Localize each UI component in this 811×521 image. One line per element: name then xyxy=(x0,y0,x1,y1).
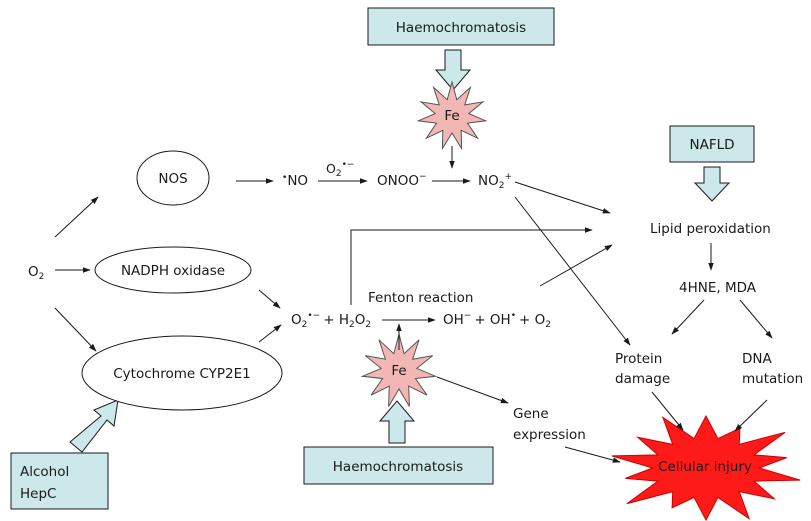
arrow-gene-to-injury xyxy=(564,446,621,463)
gene-expression-label-2: expression xyxy=(513,427,586,443)
cytochrome-cyp2e1-ellipse: Cytochrome CYP2E1 xyxy=(81,335,283,411)
arrows xyxy=(54,146,773,463)
dna-mutation-label-2: mutation xyxy=(742,371,803,387)
fenton-products-label: OH−+ OH•+ O2 xyxy=(443,311,551,330)
arrow-fe-to-gene-expression xyxy=(436,376,509,404)
protein-damage-label-2: damage xyxy=(615,371,670,387)
nafld-box: NAFLD xyxy=(669,125,755,163)
fe-starburst-top-shape xyxy=(416,80,488,151)
gene-expression-label-1: Gene xyxy=(513,406,549,422)
fe-burst-top: Fe xyxy=(416,80,488,151)
superoxide-label-top: O2•− xyxy=(326,160,354,179)
arrow-superoxide-to-lipid xyxy=(350,227,593,305)
cellular-injury-burst: Cellular injury xyxy=(611,414,801,521)
fe-starburst-mid-shape xyxy=(360,332,438,407)
arrow-nadph-to-superoxide xyxy=(258,289,281,309)
nadph-oxidase-label: NADPH oxidase xyxy=(121,263,225,279)
cellular-injury-label: Cellular injury xyxy=(658,459,752,475)
arrow-dna-to-injury xyxy=(734,399,768,432)
arrow-hne-to-dna xyxy=(739,299,773,339)
hne-mda-label: 4HNE, MDA xyxy=(679,280,757,296)
arrow-no2-to-protein xyxy=(514,196,631,346)
o2-source-label: O2 xyxy=(28,264,44,282)
block-arrow-haemo-to-fe-top xyxy=(434,49,472,91)
nitric-oxide-label: •NO xyxy=(282,173,308,189)
fe-burst-mid: Fe xyxy=(360,332,438,407)
haemochromatosis-box-top: Haemochromatosis xyxy=(367,7,555,46)
fe-top-label: Fe xyxy=(444,108,459,124)
haemochromatosis-box-bottom: Haemochromatosis xyxy=(303,446,494,485)
block-arrow-haemo-to-fe-mid xyxy=(378,400,416,444)
superoxide-peroxide-label: O2•−+ H2O2 xyxy=(291,311,371,330)
hepc-label: HepC xyxy=(20,486,56,502)
arrow-hne-to-protein xyxy=(671,299,705,335)
alcohol-label: Alcohol xyxy=(20,464,69,480)
block-arrow-alcohol-to-cyp xyxy=(69,399,119,453)
nos-label: NOS xyxy=(158,171,187,187)
arrow-o2-to-cyp xyxy=(54,307,97,352)
block-arrow-nafld-to-lipid xyxy=(693,166,731,202)
haemochromatosis-bottom-label: Haemochromatosis xyxy=(333,459,463,475)
arrow-protein-to-injury xyxy=(651,391,684,431)
fe-mid-label: Fe xyxy=(391,363,406,379)
nafld-label: NAFLD xyxy=(689,137,734,153)
dna-mutation-label-1: DNA xyxy=(742,351,772,367)
nitronium-label: NO2+ xyxy=(478,172,512,191)
haemochromatosis-top-label: Haemochromatosis xyxy=(396,20,526,36)
nadph-oxidase-ellipse: NADPH oxidase xyxy=(94,246,252,294)
arrow-hydroxyl-to-lipid xyxy=(539,244,613,287)
alcohol-hepc-box: Alcohol HepC xyxy=(10,452,109,510)
arrow-cyp-to-superoxide xyxy=(258,324,282,343)
fenton-reaction-label: Fenton reaction xyxy=(368,290,473,306)
arrow-no2-to-lipid xyxy=(514,181,611,214)
cytochrome-cyp2e1-label: Cytochrome CYP2E1 xyxy=(113,366,251,382)
lipid-peroxidation-label: Lipid peroxidation xyxy=(650,221,771,237)
protein-damage-label-1: Protein xyxy=(615,351,662,367)
arrow-o2-to-nos xyxy=(54,196,99,238)
cellular-injury-shape xyxy=(611,414,801,521)
nos-ellipse: NOS xyxy=(136,150,210,206)
peroxynitrite-label: ONOO− xyxy=(377,172,427,189)
